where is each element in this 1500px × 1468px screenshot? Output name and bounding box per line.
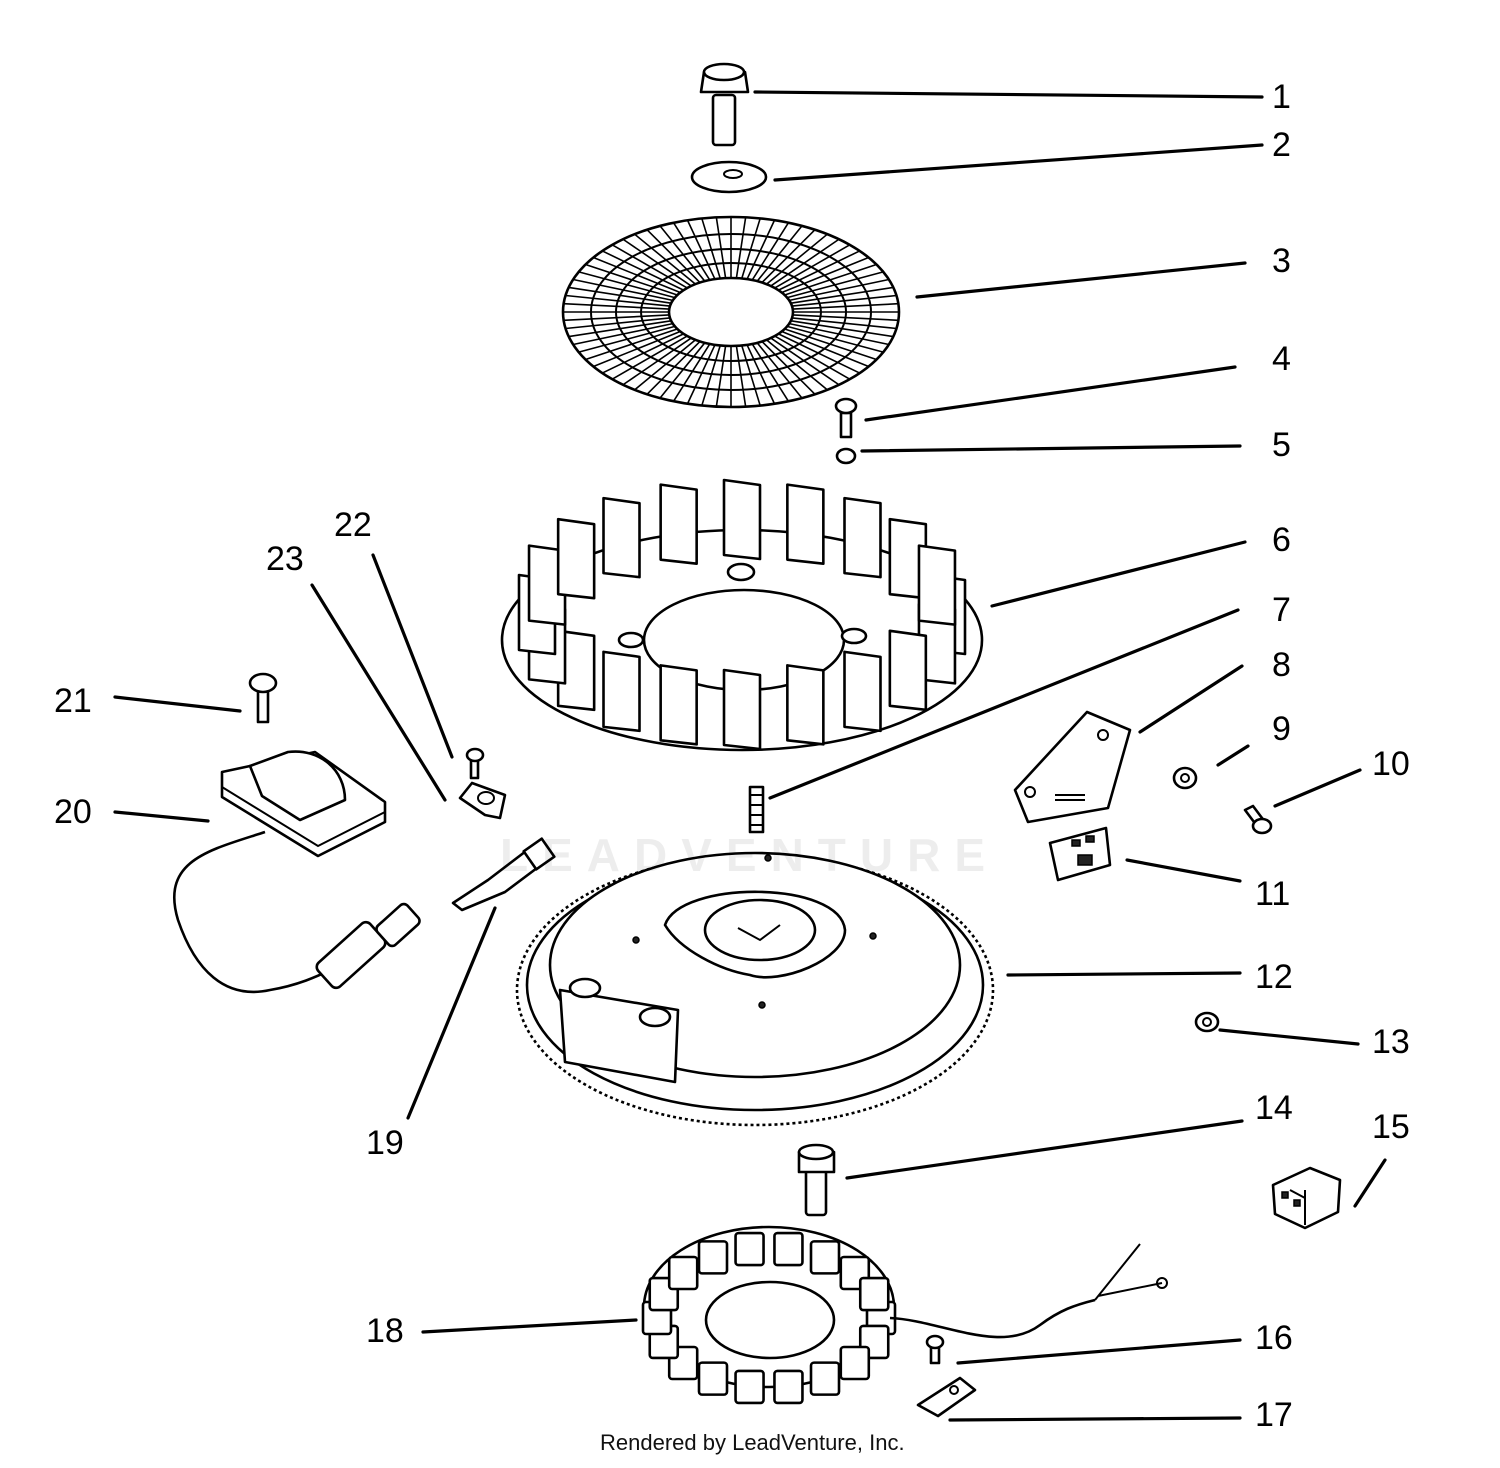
callout-19: 19 [366, 1124, 404, 1162]
part-15-connector [1271, 1166, 1342, 1230]
part-7-pin [748, 785, 765, 834]
callout-15: 15 [1372, 1108, 1410, 1146]
callout-21: 21 [54, 682, 92, 720]
callout-9: 9 [1272, 710, 1291, 748]
part-6-fan [500, 478, 984, 752]
callout-10: 10 [1372, 745, 1410, 783]
part-16-screw [925, 1334, 945, 1365]
watermark: LEADVENTURE [500, 829, 1000, 881]
callout-23: 23 [266, 540, 304, 578]
callout-11: 11 [1255, 875, 1291, 913]
part-19-spark-plug [451, 837, 556, 912]
part-2-washer [690, 160, 768, 194]
callout-20: 20 [54, 793, 92, 831]
part-14-bolt [797, 1143, 836, 1217]
part-5-lockwasher [835, 447, 857, 465]
callout-13: 13 [1372, 1023, 1410, 1061]
part-22-screw [465, 747, 485, 780]
part-13-washer [1194, 1011, 1220, 1033]
callout-7: 7 [1272, 591, 1291, 629]
part-4-screw [834, 397, 858, 439]
callout-12: 12 [1255, 958, 1293, 996]
callout-8: 8 [1272, 646, 1291, 684]
callout-4: 4 [1272, 340, 1291, 378]
part-3-screen [561, 215, 901, 409]
callout-22: 22 [334, 506, 372, 544]
callout-17: 17 [1255, 1396, 1293, 1434]
part-8-rectifier [1013, 710, 1132, 824]
leader-lines [113, 90, 1387, 1422]
callout-1: 1 [1272, 78, 1291, 116]
part-17-clip [916, 1376, 977, 1418]
callout-16: 16 [1255, 1319, 1293, 1357]
part-12-flywheel [515, 851, 995, 1127]
callout-6: 6 [1272, 521, 1291, 559]
part-11-connector [1048, 826, 1112, 882]
part-21-screw [248, 672, 278, 724]
callout-2: 2 [1272, 126, 1291, 164]
callout-5: 5 [1272, 426, 1291, 464]
part-10-screw [1243, 804, 1273, 835]
callout-3: 3 [1272, 242, 1291, 280]
part-1-bolt [699, 62, 750, 147]
part-23-clamp [458, 781, 507, 820]
part-9-nut [1172, 766, 1198, 790]
callout-18: 18 [366, 1312, 404, 1350]
part-20-ignition-module [172, 750, 421, 994]
render-credit: Rendered by LeadVenture, Inc. [600, 1430, 905, 1455]
callout-14: 14 [1255, 1089, 1293, 1127]
part-18-stator [641, 1225, 1168, 1405]
